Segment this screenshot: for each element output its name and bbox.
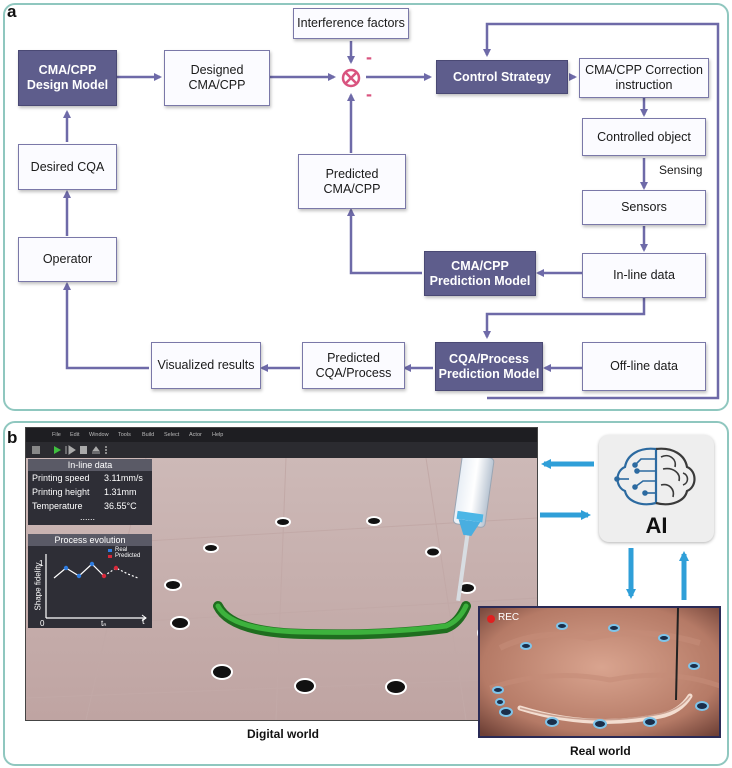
syringe	[452, 454, 495, 602]
minus-sign-bottom: -	[366, 84, 372, 104]
stop-icon[interactable]	[80, 446, 87, 454]
menu-tools[interactable]: Tools	[118, 432, 131, 438]
box-controlled-object: Controlled object	[582, 118, 706, 156]
box-desired-cqa: Desired CQA	[18, 144, 117, 190]
box-correction: CMA/CPP Correction instruction	[579, 58, 709, 98]
real-point	[76, 573, 82, 579]
box-predicted-cma: Predicted CMA/CPP	[298, 154, 406, 209]
brain-icon	[614, 447, 696, 506]
box-sensors: Sensors	[582, 190, 706, 225]
arrow-feedback-loop	[483, 22, 720, 400]
arrow-visualized-to-operator	[63, 282, 149, 370]
box-predicted-cqa: Predicted CQA/Process	[302, 342, 405, 389]
menu-window[interactable]: Window	[89, 432, 109, 438]
panel-b-label: b	[7, 428, 18, 447]
inline-row-more: ......	[80, 512, 96, 522]
arrow-inline-to-cqa-model	[483, 298, 646, 339]
sim-toolbar	[26, 442, 537, 458]
box-visualized: Visualized results	[151, 342, 261, 389]
rec-label: REC	[498, 612, 520, 623]
legend-predicted: Predicted	[115, 553, 141, 559]
box-operator: Operator	[18, 237, 117, 282]
process-evolution-title: Process evolution	[28, 534, 152, 546]
save-icon[interactable]	[32, 446, 40, 454]
origin-label: 0	[40, 619, 45, 628]
box-control-strategy: Control Strategy	[436, 60, 568, 94]
digital-world-screen: File Edit Window Tools Build Select Acto…	[25, 427, 538, 721]
inline-data-title: In-line data	[28, 459, 152, 471]
box-design-model: CMA/CPP Design Model	[18, 50, 117, 106]
ai-label: AI	[645, 513, 668, 538]
panel-a-arrows	[63, 22, 720, 400]
arrow-prediction-to-predicted	[347, 208, 422, 275]
menu-build[interactable]: Build	[142, 432, 155, 438]
menu-file[interactable]: File	[52, 432, 61, 438]
digital-world-caption: Digital world	[247, 727, 319, 741]
menu-actor[interactable]: Actor	[189, 432, 202, 438]
menu-help[interactable]: Help	[212, 432, 224, 438]
y-tick-1: 1	[39, 559, 44, 568]
menu-edit[interactable]: Edit	[70, 432, 80, 438]
real-point	[89, 561, 95, 567]
eject-icon[interactable]	[92, 446, 100, 454]
x-tick-tn: tₙ	[101, 619, 107, 628]
predicted-point	[113, 565, 119, 571]
minus-sign-top: -	[366, 47, 372, 67]
sim-menubar: File Edit Window Tools Build Select Acto…	[26, 428, 537, 442]
play-icon[interactable]	[54, 446, 61, 454]
process-evolution-plot	[45, 549, 147, 622]
real-point	[63, 565, 69, 571]
x-axis-label: t	[142, 616, 145, 626]
box-inline-data: In-line data	[582, 253, 706, 298]
predicted-point	[101, 573, 107, 579]
step-icon[interactable]	[65, 445, 76, 455]
real-world-caption: Real world	[570, 744, 631, 758]
sensing-label: Sensing	[659, 163, 703, 177]
predicted-series-line	[103, 567, 139, 579]
box-offline-data: Off-line data	[582, 342, 706, 391]
panel-a-label: a	[7, 2, 17, 21]
box-designed: Designed CMA/CPP	[164, 50, 270, 106]
process-evolution-panel: Process evolution Real Predicted Shape f…	[28, 534, 152, 628]
box-interference: Interference factors	[293, 8, 409, 39]
ai-panel: AI	[599, 435, 714, 542]
legend-real: Real	[115, 547, 128, 553]
real-world-scene	[480, 608, 719, 736]
box-prediction-model: CMA/CPP Prediction Model	[424, 251, 536, 296]
summing-junction	[341, 68, 361, 88]
menu-select[interactable]: Select	[164, 432, 180, 438]
real-world-photo: REC	[478, 606, 721, 738]
box-cqa-model: CQA/Process Prediction Model	[435, 342, 543, 391]
rec-dot-icon	[487, 615, 495, 623]
